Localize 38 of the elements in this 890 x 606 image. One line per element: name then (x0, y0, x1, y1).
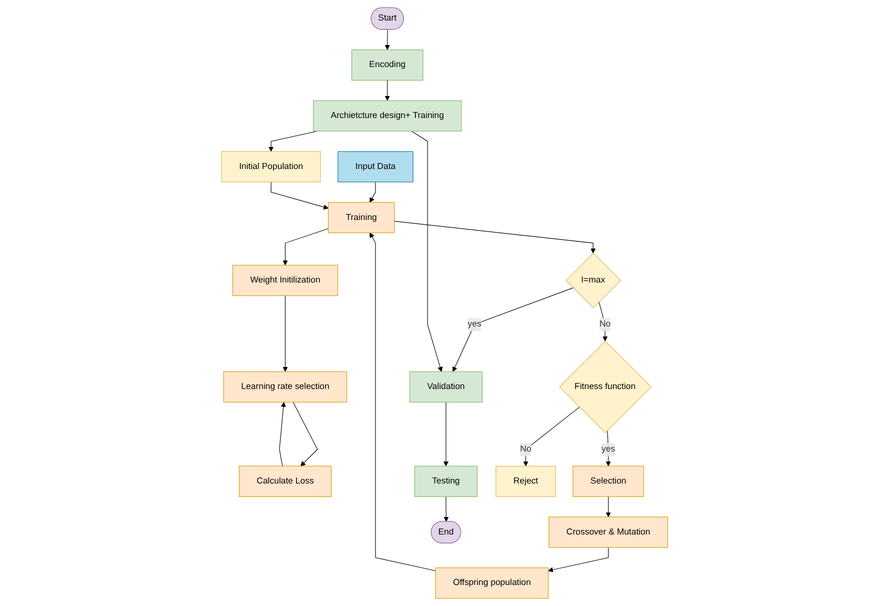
node-box: Validation (410, 371, 483, 402)
arrow (452, 288, 574, 372)
arrow (394, 220, 596, 254)
node-box: Offspring population (436, 568, 549, 599)
arrow (279, 402, 286, 466)
arrow (283, 295, 288, 372)
node-diamond: Fitness function (560, 340, 652, 434)
arrow (606, 496, 612, 518)
arrow (370, 232, 436, 572)
node-diamond: I=max (566, 252, 622, 308)
edge-label: yes (602, 444, 616, 454)
arrow (293, 402, 318, 466)
edge-label: yes (468, 319, 482, 329)
arrow (385, 80, 390, 101)
node-box: Input Data (338, 151, 414, 182)
arrow (524, 406, 580, 466)
node-box: Selection (573, 466, 644, 497)
node-box: Encoding (352, 50, 424, 81)
arrow (370, 182, 376, 203)
node-box: Training (328, 202, 395, 234)
edge-label: No (520, 444, 532, 454)
node-box: Initial Population (222, 151, 322, 182)
arrow (271, 182, 329, 210)
node-box: Reject (496, 466, 556, 497)
arrow (412, 130, 443, 372)
arrow (283, 228, 329, 266)
arrow (548, 547, 609, 572)
node-box: Testing (414, 466, 478, 497)
edge-label: No (600, 319, 611, 329)
node-box: Weight Initilization (232, 264, 338, 296)
node-box: Crossover & Mutation (549, 516, 668, 548)
node-box: Learning rate selection (224, 371, 348, 402)
arrow (444, 402, 449, 466)
arrow (385, 29, 390, 50)
arrow (444, 496, 450, 522)
node-box: Archietcture design+ Training (313, 100, 462, 132)
node-box: Calculate Loss (239, 466, 332, 497)
arrow (268, 130, 318, 152)
